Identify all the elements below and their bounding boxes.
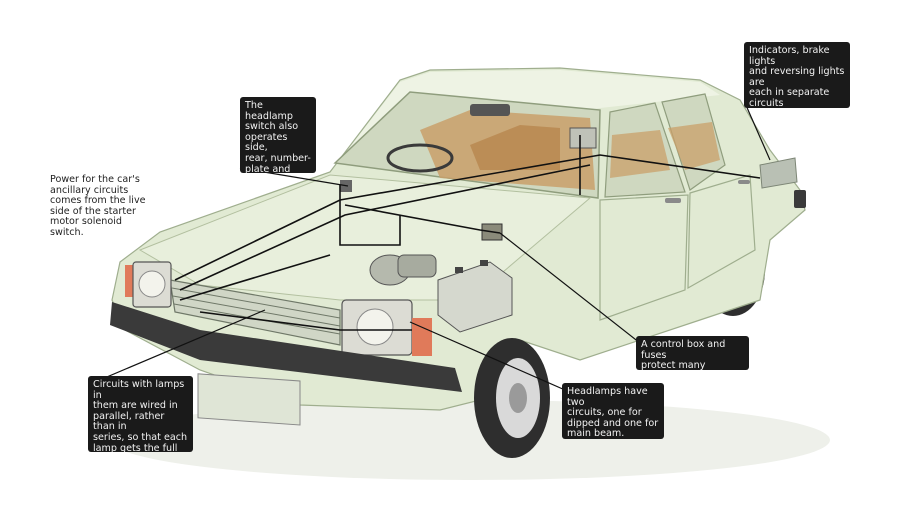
rear-light [759,157,798,189]
callout-headlamp-switch: The headlamp switch also operates side, … [240,97,316,173]
callout-control-box: A control box and fuses protect many cir… [636,336,749,370]
front-grille [169,279,341,346]
callout-parallel-circuits: Circuits with lamps in them are wired in… [88,376,193,452]
callout-headlamps: Headlamps have two circuits, one for dip… [562,383,664,439]
label-power-source: Power for the car's ancillary circuits c… [50,174,146,238]
steering-wheel [386,143,454,173]
number-plate [197,373,301,426]
starter-motor [369,254,437,286]
front-wheel [474,338,550,458]
front-bumper [110,302,462,392]
battery [437,260,513,333]
right-headlamps [341,299,432,356]
rear-door [687,174,756,290]
rear-view-mirror [470,104,510,116]
left-headlamps [125,261,172,308]
fuse-unit [569,127,597,149]
leader-lines [94,102,771,391]
front-door [599,194,689,321]
callout-indicators: Indicators, brake lights and reversing l… [744,42,850,108]
